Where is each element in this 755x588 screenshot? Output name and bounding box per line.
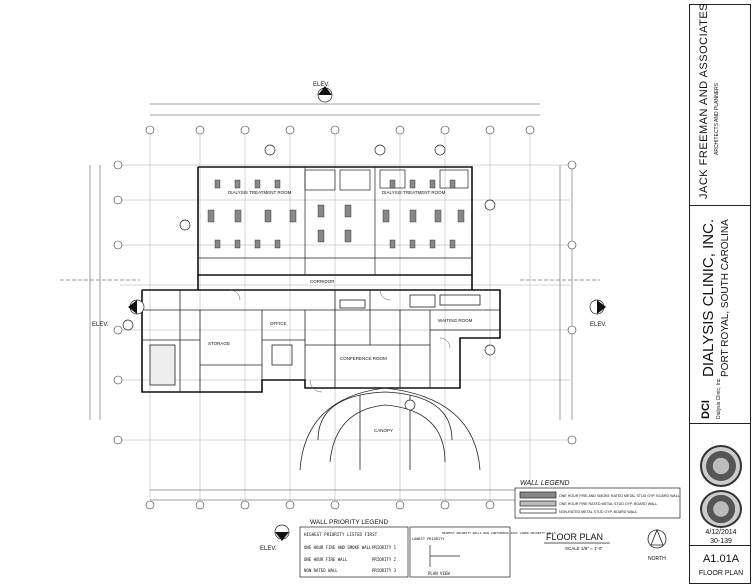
wall-legend-row: ONE HOUR FIRE RATED METAL STUD GYP. BOAR… [559,502,657,506]
room-label-treatment-right: DIALYSIS TREATMENT ROOM [382,190,446,195]
sheet-title: FLOOR PLAN [698,570,744,577]
sheet-no: A1.01A [702,553,740,565]
wall-priority-legend-box [299,526,511,578]
room-label-corridor: CORRIDOR [310,279,335,284]
architect-seal-icon [700,445,742,487]
elev-label-left: ELEV. [92,322,109,328]
client-location: PORT ROYAL, SOUTH CAROLINA [720,219,731,377]
room-label-office: OFFICE [270,321,287,326]
canopy-label: CANOPY [374,428,393,433]
plan-title: FLOOR PLAN [546,532,603,542]
room-label-treatment-left: DIALYSIS TREATMENT ROOM [228,190,292,195]
logo-mark: DCI [700,400,712,419]
priority-lowest: LOWEST PRIORITY [412,537,445,541]
north-label: NORTH [648,556,666,562]
priority-plan-view: PLAN VIEW [428,571,450,576]
room-label-conference: CONFERENCE ROOM [340,356,387,361]
room-label-storage: STORAGE [208,341,230,346]
plan-scale: SCALE 1/8" = 1'-0" [565,546,603,551]
logo-text: Dialysis Clinic, Inc. [716,377,722,419]
elev-label-bottom: ELEV. [260,546,277,552]
priority-row-value: PRIORITY 3 [372,568,397,573]
elev-label-right: ELEV. [590,322,607,328]
date: 4/12/2014 [705,529,737,536]
floor-plan-drawing: ELEV. ELEV. ELEV. ELEV. DIALYSIS TREATME… [60,82,681,578]
wall-legend-box [514,487,681,519]
elev-label-top: ELEV. [313,82,330,88]
firm-name: JACK FREEMAN AND ASSOCIATES P.C. [698,0,710,199]
wall-legend-row: ONE HOUR FIRE AND SMOKE RATED METAL STUD… [559,494,680,498]
priority-legend-title: WALL PRIORITY LEGEND [310,519,388,526]
project-no: 30-139 [710,538,732,545]
grid-lines [120,130,570,500]
engineer-seal-icon [700,490,742,528]
client-name: DIALYSIS CLINIC, INC. [700,218,717,377]
priority-row-value: PRIORITY 2 [372,557,397,562]
priority-row-label: NON RATED WALL [304,568,338,573]
dci-logo: DCI Dialysis Clinic, Inc. [694,377,746,419]
wall-legend-row: NON-RATED METAL STUD GYP. BOARD WALL [559,510,637,514]
priority-highest: HIGHEST PRIORITY WALLS RUN CONTINUOUS PA… [442,531,556,535]
priority-row-value: PRIORITY 1 [372,545,397,550]
north-arrow-icon [544,528,667,549]
priority-row-label: ONE HOUR FIRE WALL [304,557,348,562]
firm-subtitle: ARCHITECTS AND PLANNERS [714,83,720,155]
priority-row-label: ONE HOUR FIRE AND SMOKE WALL [304,545,372,550]
priority-legend-subtitle: HIGHEST PRIORITY LISTED FIRST [304,532,378,537]
wall-legend-title: WALL LEGEND [520,480,570,487]
room-label-waiting: WAITING ROOM [438,318,473,323]
title-block: JACK FREEMAN AND ASSOCIATES P.C. ARCHITE… [689,0,751,584]
